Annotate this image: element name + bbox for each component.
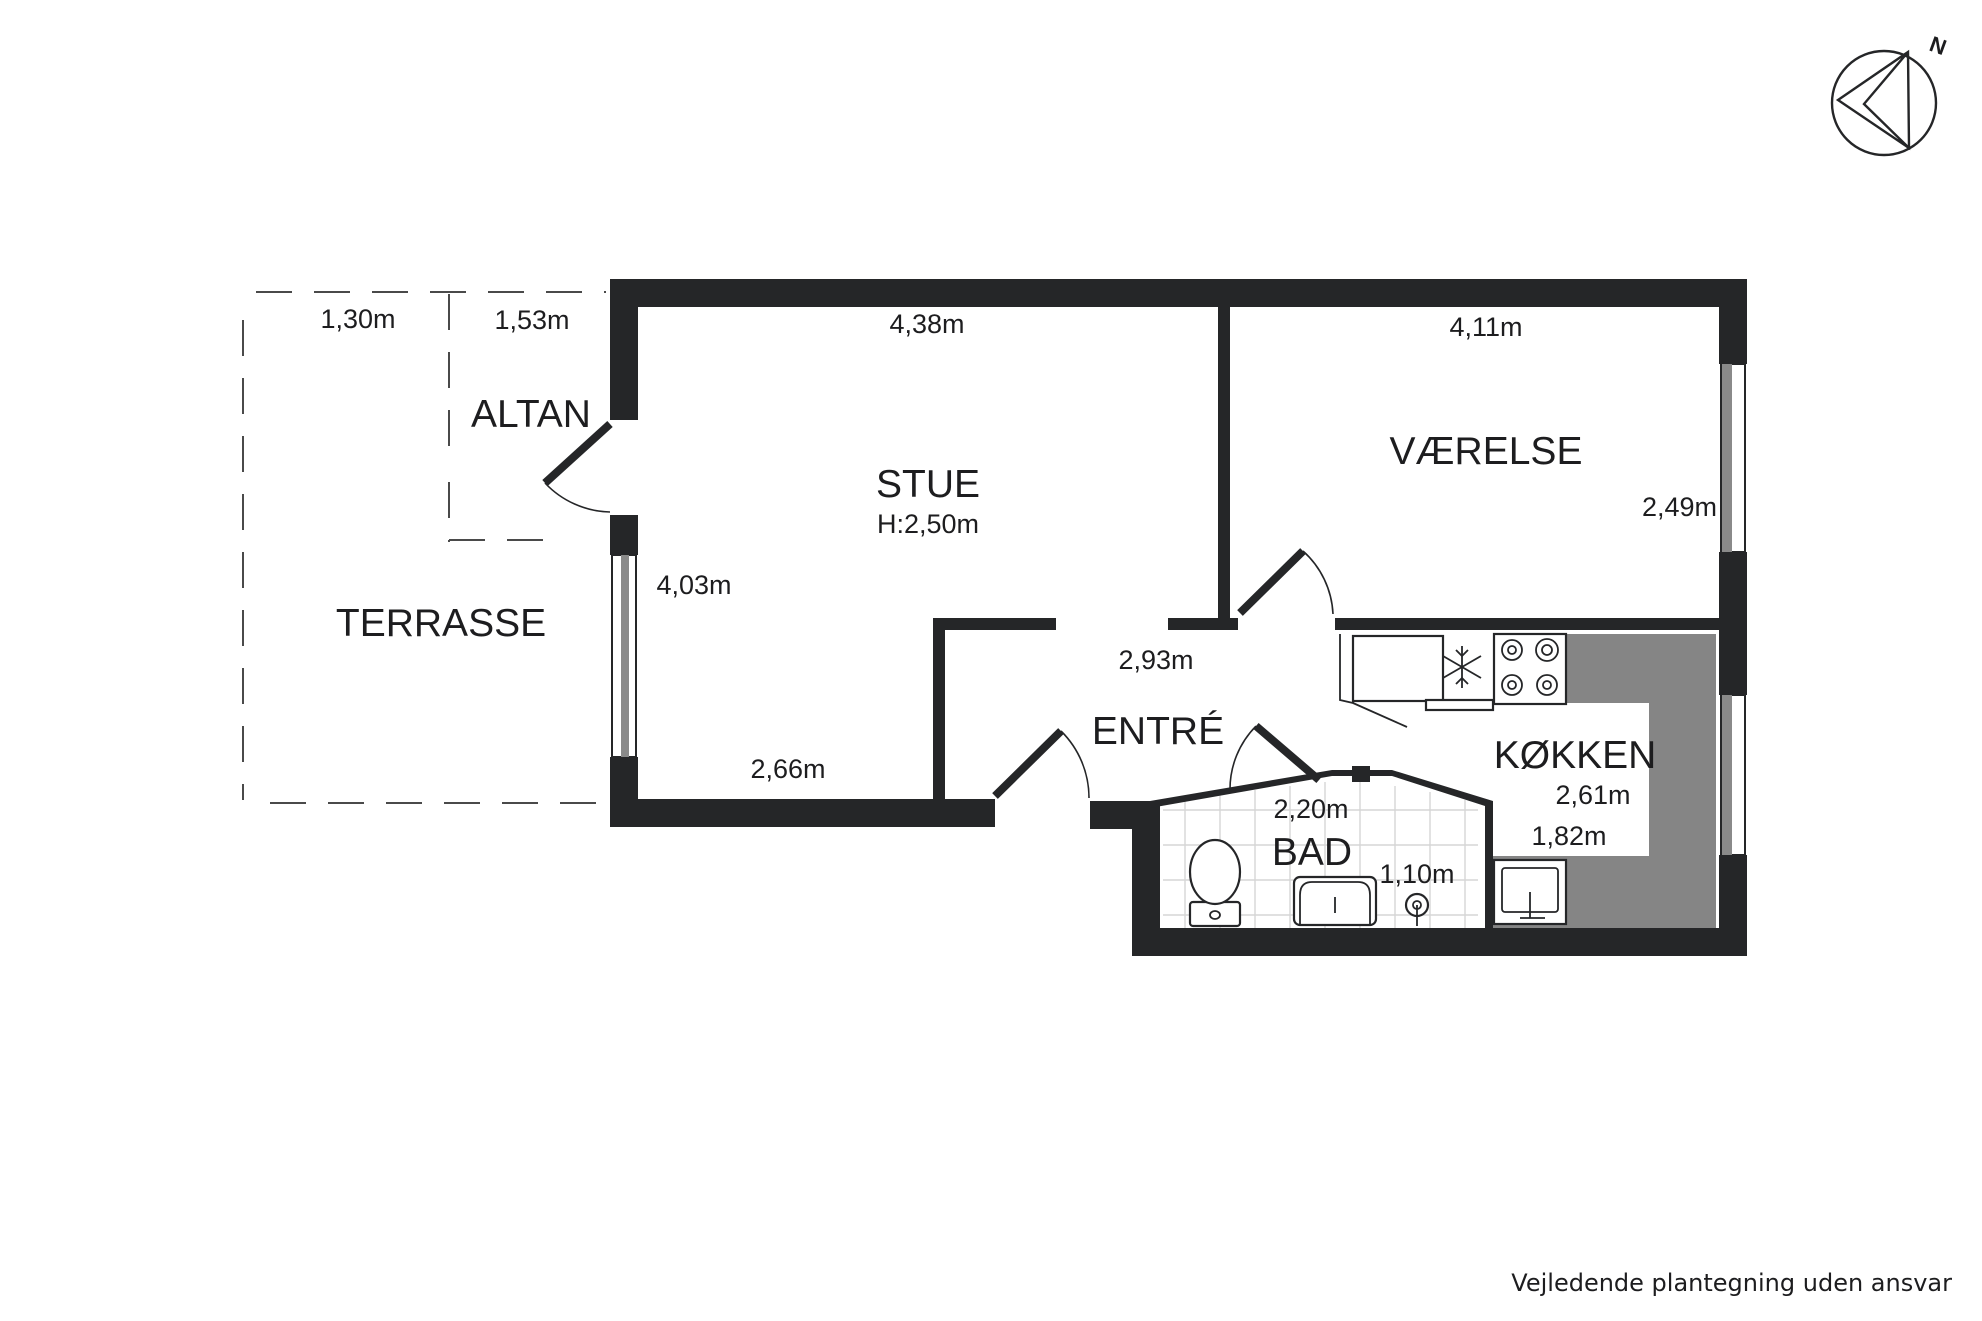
toilet-icon: [1188, 838, 1242, 928]
dimension-terrasse-width: 1,30m: [320, 304, 395, 334]
north-label: N: [1926, 31, 1949, 60]
north-arrow-icon: [1835, 49, 1911, 151]
window-left: [611, 554, 637, 758]
dimension-vaerelse-width: 4,11m: [1449, 312, 1522, 342]
dimension-koekken-depth: 1,82m: [1531, 821, 1606, 851]
door-altan: [542, 421, 613, 513]
compass-ring: [1830, 49, 1938, 157]
dimension-entre-width: 2,93m: [1118, 645, 1193, 675]
door-vaerelse: [1237, 548, 1334, 616]
room-name-altan: ALTAN: [471, 393, 591, 436]
room-name-stue: STUE: [876, 463, 980, 506]
window-vaerelse: [1720, 363, 1746, 553]
dimension-altan-width: 1,53m: [494, 305, 569, 335]
room-name-entre: ENTRÉ: [1092, 710, 1224, 753]
sink-icon: [1292, 875, 1378, 927]
door-bad: [1229, 722, 1322, 791]
room-name-koekken: KØKKEN: [1494, 734, 1657, 777]
dimension-koekken-width: 2,61m: [1555, 780, 1630, 810]
dimension-vaerelse-depth: 2,49m: [1642, 492, 1717, 522]
room-name-vaerelse: VÆRELSE: [1390, 430, 1583, 473]
room-name-terrasse: TERRASSE: [336, 602, 546, 645]
snowflake-icon: [1442, 646, 1482, 688]
stove-burners-icon: [1501, 638, 1559, 696]
sink-icon: [1492, 858, 1568, 926]
dimension-stue-depth: 4,03m: [656, 570, 731, 600]
window-koekken: [1720, 694, 1746, 856]
dimension-stue-width: 4,38m: [889, 309, 964, 339]
walls: [610, 279, 1747, 956]
kitchen-counter-top: [1353, 703, 1649, 856]
door-koekken: [1352, 702, 1408, 728]
compass: N: [1830, 31, 1950, 157]
kitchen-counter: [1339, 632, 1568, 926]
dimension-bad-depth: 1,10m: [1379, 859, 1454, 889]
dimension-stue-lower-width: 2,66m: [750, 754, 825, 784]
terrace-outline: [242, 291, 606, 804]
room-name-bad: BAD: [1272, 831, 1352, 874]
disclaimer-text: Vejledende plantegning uden ansvar: [1511, 1269, 1952, 1297]
door-entrance: [992, 728, 1090, 799]
dimension-bad-width: 2,20m: [1273, 794, 1348, 824]
floor-drain-icon: [1404, 892, 1430, 926]
room-height-stue: H:2,50m: [877, 509, 979, 539]
